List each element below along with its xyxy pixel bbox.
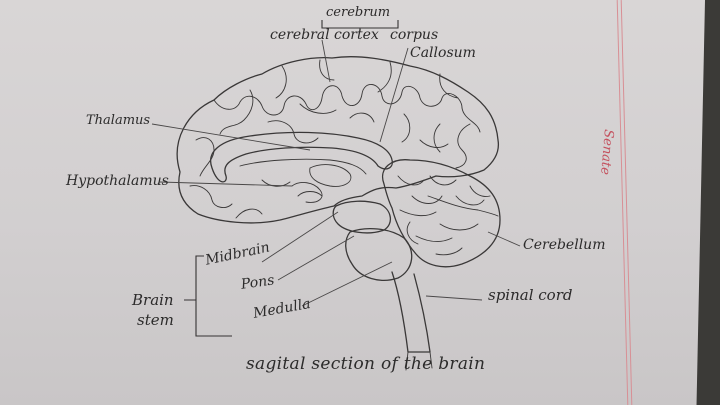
label-stem: stem <box>137 311 174 329</box>
label-spinal-cord: spinal cord <box>488 286 573 304</box>
hypothalamus-shape <box>291 182 323 203</box>
leader-corpus-callosum <box>379 47 409 143</box>
diagram-caption: sagital section of the brain <box>246 354 486 374</box>
cerebellum-outline <box>382 159 501 268</box>
spinal-cord-tail <box>405 351 433 371</box>
brain-stem-bracket <box>184 255 232 337</box>
pons-shape <box>345 227 413 281</box>
label-cerebral-cortex: cerebral cortex <box>270 27 379 43</box>
leader-pons <box>277 235 355 281</box>
leader-hypothalamus <box>159 181 293 187</box>
leader-midbrain <box>261 211 339 263</box>
midbrain-shape <box>332 200 391 234</box>
leader-medulla <box>301 261 393 307</box>
medulla-spinal-cord <box>391 271 431 353</box>
leader-cerebellum <box>487 231 521 247</box>
corpus-callosum <box>210 131 393 183</box>
leader-spinal-cord <box>425 295 483 301</box>
fornix-line <box>239 158 367 175</box>
label-hypothalamus: Hypothalamus <box>66 173 169 189</box>
cerebellum-folia <box>397 175 499 256</box>
label-corpus: corpus <box>390 27 439 43</box>
gyri-lines <box>189 59 481 219</box>
label-cerebrum: cerebrum <box>326 5 391 20</box>
thalamus-shape <box>309 164 352 187</box>
cerebrum-outline <box>176 56 500 224</box>
leader-thalamus <box>151 123 311 151</box>
label-cerebellum: Cerebellum <box>523 237 606 253</box>
cerebrum-bracket <box>321 20 399 32</box>
label-brain: Brain <box>132 291 174 309</box>
label-callosum: Callosum <box>410 45 476 61</box>
leader-cerebral-cortex <box>321 39 331 83</box>
label-thalamus: Thalamus <box>86 113 151 128</box>
